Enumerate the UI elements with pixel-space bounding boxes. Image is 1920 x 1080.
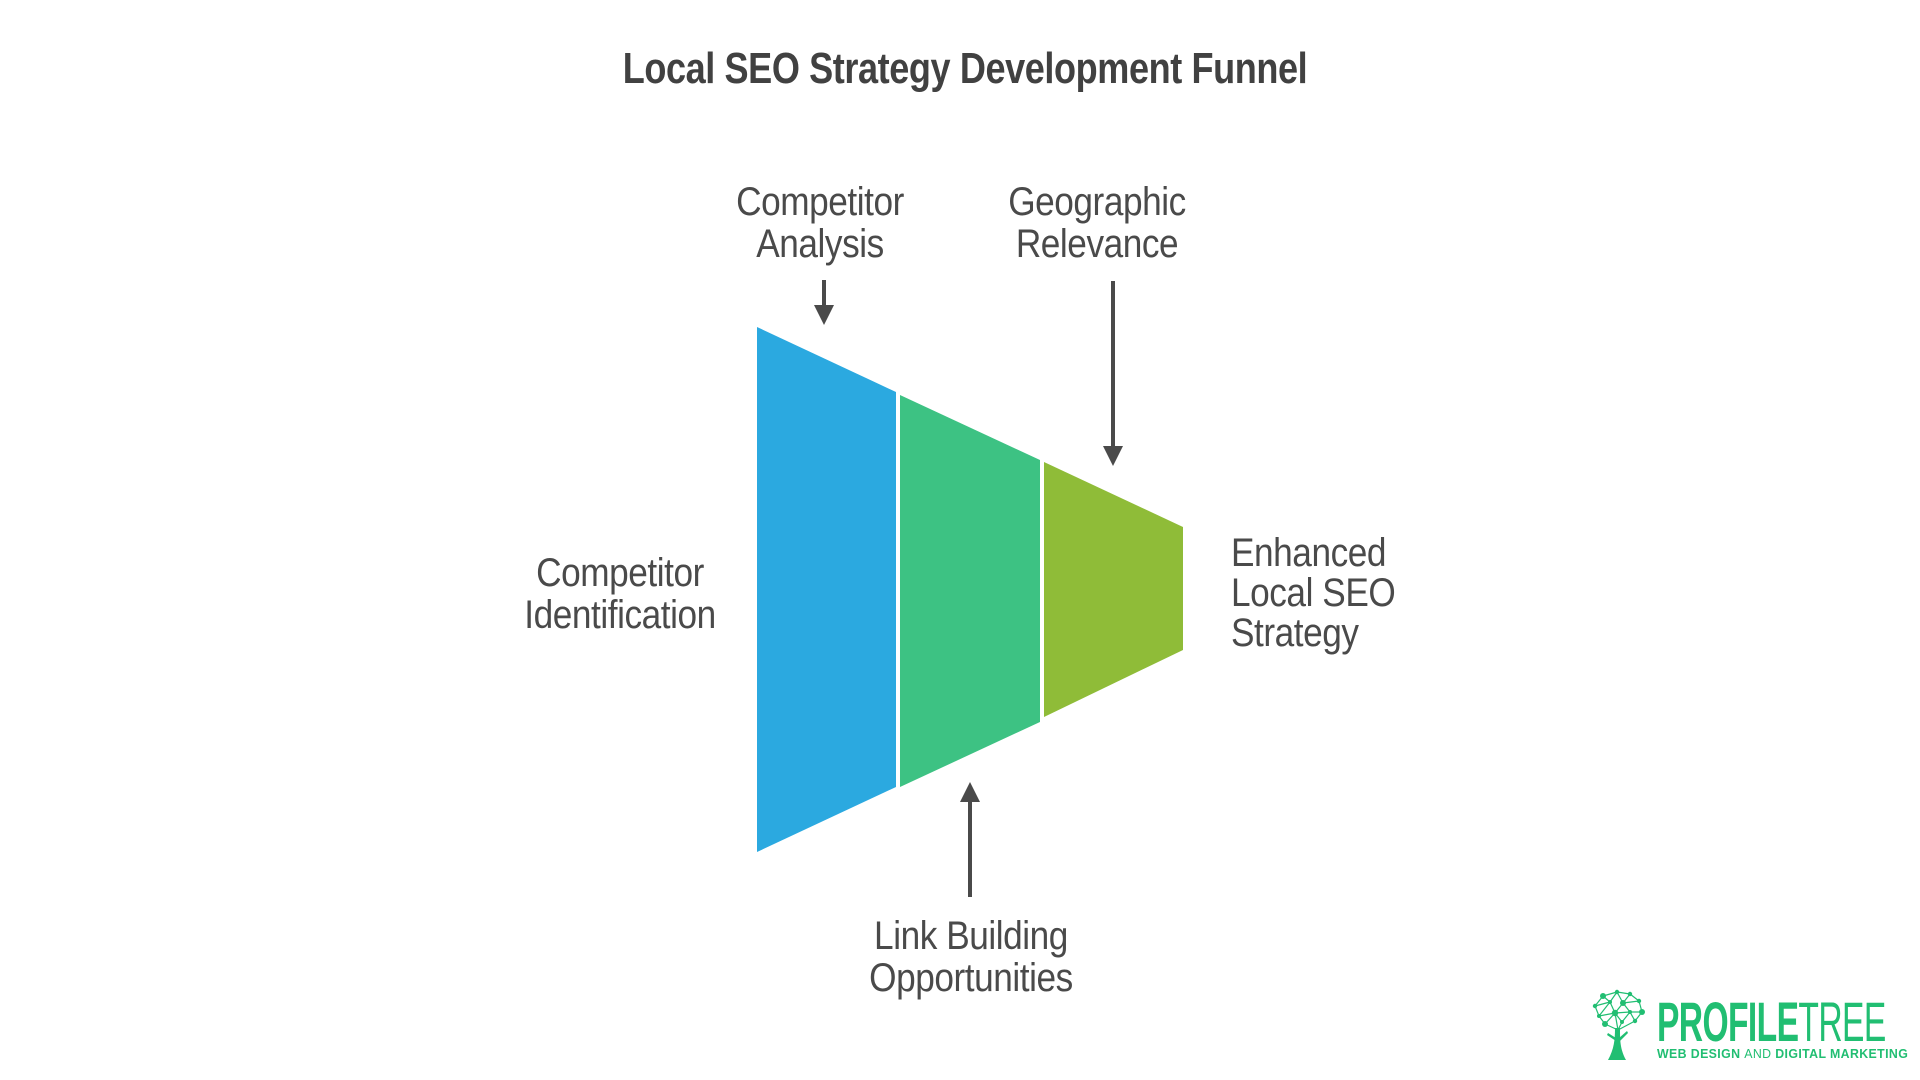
page-title: Local SEO Strategy Development Funnel [622,44,1308,93]
callout-label-competitor-analysis: Competitor Analysis [736,180,904,266]
callout-label-geographic-relevance: Geographic Relevance [1008,180,1186,266]
tagline-web-design: WEB DESIGN [1657,1046,1741,1061]
tree-network-icon [1592,989,1645,1060]
arrow-head-down-icon [1103,446,1123,466]
tagline-digital-marketing: DIGITAL MARKETING [1775,1046,1909,1061]
logo-text-block: PROFILETREE WEB DESIGN AND DIGITAL MARKE… [1657,986,1920,1061]
tagline-and: AND [1744,1046,1772,1061]
funnel-segment-2 [900,395,1040,787]
arrow-competitor-analysis [814,280,834,325]
profiletree-tagline: WEB DESIGN AND DIGITAL MARKETING [1657,1047,1920,1061]
arrow-geographic-relevance [1103,281,1123,466]
arrow-link-building [960,782,980,897]
funnel-segment-3 [1044,462,1183,717]
profiletree-logo: PROFILETREE WEB DESIGN AND DIGITAL MARKE… [1589,986,1920,1062]
wordmark-tree: TREE [1798,990,1886,1053]
output-label-enhanced-strategy: Enhanced Local SEO Strategy [1231,531,1396,655]
input-label-competitor-identification: Competitor Identification [524,551,716,637]
funnel-segment-1 [757,327,896,852]
callout-label-link-building: Link Building Opportunities [869,914,1073,1000]
wordmark-profile: PROFILE [1657,990,1799,1053]
arrow-head-up-icon [960,782,980,802]
profiletree-wordmark: PROFILETREE [1657,994,1886,1050]
arrow-head-down-icon [814,305,834,325]
